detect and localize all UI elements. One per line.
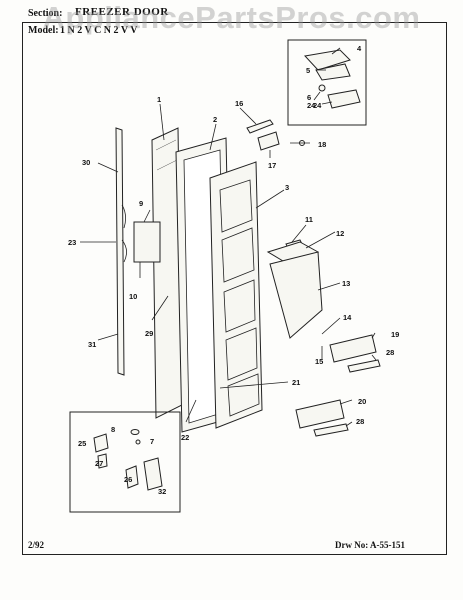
- dispenser-chute: [266, 239, 323, 339]
- callout-22: 22: [181, 433, 189, 442]
- hinge-bushing: [318, 84, 326, 92]
- door-shelf-bins: [295, 334, 381, 437]
- callout-24-inset: 24: [313, 101, 322, 110]
- door-liner: [209, 161, 263, 429]
- callout-9: 9: [139, 199, 143, 208]
- callout-13: 13: [342, 279, 350, 288]
- callout-27: 27: [95, 459, 103, 468]
- inset-cam-parts: [69, 411, 181, 513]
- callout-20: 20: [358, 397, 366, 406]
- callout-19: 19: [391, 330, 399, 339]
- callout-14: 14: [343, 313, 352, 322]
- callout-15: 15: [315, 357, 323, 366]
- callout-6: 6: [307, 93, 311, 102]
- inset-hinge-parts: [287, 39, 367, 126]
- drawing-border: [22, 22, 447, 555]
- callout-18: 18: [318, 140, 326, 149]
- model-value: 1 N 2 V C N 2 V V: [60, 25, 138, 36]
- door-insulation-panel: [133, 221, 161, 263]
- callout-12: 12: [336, 229, 344, 238]
- section-value: FREEZER DOOR: [75, 6, 169, 18]
- hinge-bracket: [246, 119, 305, 151]
- callout-4: 4: [357, 44, 362, 53]
- callout-28-lower: 28: [356, 417, 364, 426]
- callout-29: 29: [145, 329, 153, 338]
- hinge-cover: [304, 49, 351, 71]
- hinge-shim: [327, 89, 361, 109]
- callout-25: 25: [78, 439, 86, 448]
- callout-11: 11: [305, 215, 313, 224]
- footer-date: 2/92: [28, 540, 45, 550]
- callout-2: 2: [213, 115, 217, 124]
- callout-17: 17: [268, 161, 276, 170]
- callout-21: 21: [292, 378, 300, 387]
- callout-24: 24: [307, 101, 316, 110]
- callout-10: 10: [129, 292, 137, 301]
- callout-26: 26: [124, 475, 132, 484]
- callout-8: 8: [111, 425, 115, 434]
- callout-32: 32: [158, 487, 166, 496]
- callout-5: 5: [306, 66, 310, 75]
- footer-drawing-number: Drw No: A-55-151: [335, 540, 405, 550]
- hinge-plate: [315, 63, 351, 81]
- leader-lines: [80, 47, 377, 427]
- callout-30: 30: [82, 158, 90, 167]
- callout-16: 16: [235, 99, 243, 108]
- callout-28-upper: 28: [386, 348, 394, 357]
- door-handle-trim: [115, 127, 127, 376]
- callout-23: 23: [68, 238, 76, 247]
- callout-1: 1: [157, 95, 161, 104]
- callout-3: 3: [285, 183, 289, 192]
- section-label: Section:: [28, 8, 63, 19]
- callout-numbers: 1 2 3 4 5 6 24 7 8 9 10 11 12 13 14 15 1…: [68, 44, 399, 496]
- callout-7: 7: [150, 437, 154, 446]
- model-label: Model:: [28, 25, 59, 36]
- callout-31: 31: [88, 340, 96, 349]
